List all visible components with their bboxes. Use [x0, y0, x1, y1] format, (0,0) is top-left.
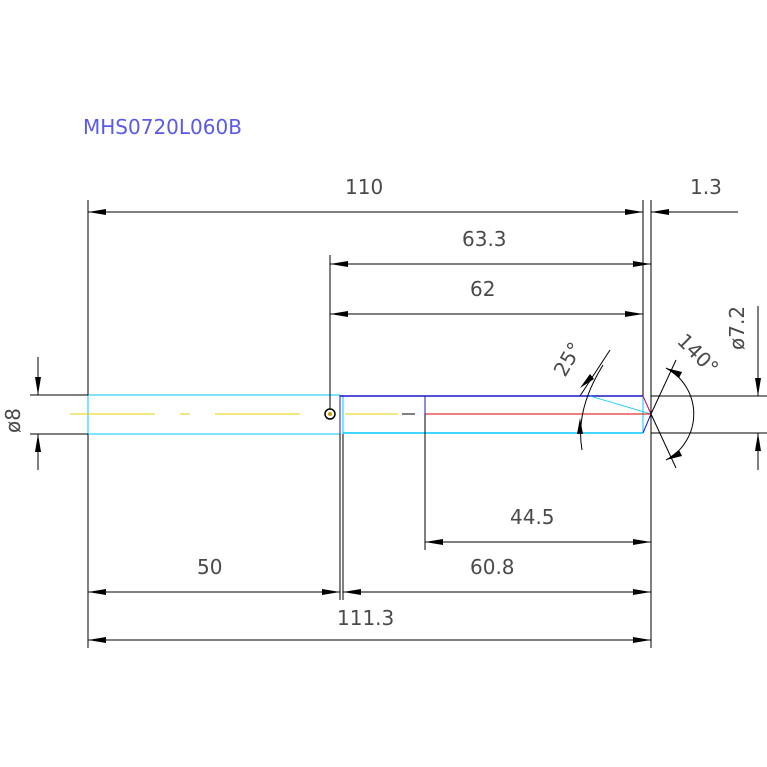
dim-text-44-5: 44.5: [510, 505, 555, 529]
dim-point-angle: 140°: [650, 329, 724, 469]
dim-tip-diameter: ø7.2: [725, 306, 761, 470]
dim-text-25-deg: 25°: [549, 338, 588, 381]
dim-body-length: 60.8: [343, 555, 651, 595]
dim-text-dia-7-2: ø7.2: [725, 306, 749, 350]
dim-flute-length-a: 63.3: [330, 227, 651, 267]
dim-cutting-length: 44.5: [425, 505, 651, 545]
dim-tip-offset: 1.3: [651, 175, 738, 215]
dim-overall-length: 110: [88, 175, 643, 215]
part-number-title: MHS0720L060B: [83, 115, 242, 139]
dim-shank-diameter: ø8: [1, 357, 41, 470]
dim-text-1-3: 1.3: [690, 175, 722, 199]
dim-text-60-8: 60.8: [470, 555, 515, 579]
dim-shank-length: 50: [88, 555, 340, 595]
dim-total-length: 111.3: [88, 606, 651, 643]
extension-lines: [30, 200, 767, 648]
dim-text-63-3: 63.3: [462, 227, 507, 251]
dim-text-111-3: 111.3: [337, 606, 394, 630]
tool-outline: [70, 394, 652, 435]
dim-text-110: 110: [345, 175, 383, 199]
dim-text-50: 50: [197, 555, 222, 579]
dim-text-dia-8: ø8: [1, 408, 25, 433]
dim-flute-length-b: 62: [330, 277, 643, 317]
dim-text-62: 62: [470, 277, 495, 301]
